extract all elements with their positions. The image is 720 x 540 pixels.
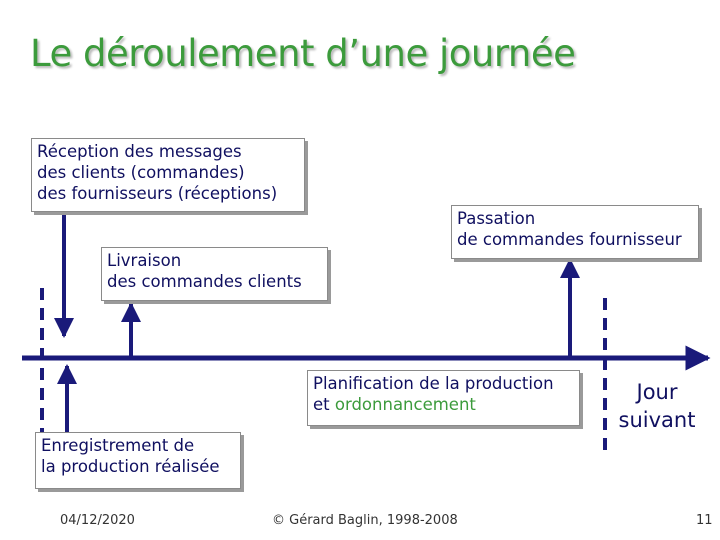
planification-prefix: et xyxy=(313,395,335,414)
livraison-line-2: des commandes clients xyxy=(107,272,302,291)
enregistrement-line-1: Enregistrement de xyxy=(41,436,195,455)
planification-line-1: Planification de la production xyxy=(313,374,554,393)
next-day-label: Jour suivant xyxy=(612,378,702,434)
planification-highlight: ordonnancement xyxy=(334,395,476,414)
slide-title: Le déroulement d’une journée xyxy=(30,32,576,75)
livraison-box: Livraison des commandes clients xyxy=(101,247,328,301)
passation-box: Passation de commandes fournisseur xyxy=(451,205,699,259)
next-day-line-1: Jour xyxy=(636,380,678,404)
enregistrement-box: Enregistrement de la production réalisée xyxy=(35,432,241,489)
reception-line-1: Réception des messages xyxy=(37,142,242,161)
enregistrement-line-2: la production réalisée xyxy=(41,457,220,476)
passation-line-2: de commandes fournisseur xyxy=(457,230,682,249)
next-day-line-2: suivant xyxy=(618,408,696,432)
livraison-line-1: Livraison xyxy=(107,251,182,270)
footer-page-number: 11 xyxy=(696,513,713,528)
reception-line-3: des fournisseurs (réceptions) xyxy=(37,184,278,203)
reception-box: Réception des messages des clients (comm… xyxy=(31,138,305,212)
planification-box: Planification de la production et ordonn… xyxy=(307,370,580,426)
footer-copyright: © Gérard Baglin, 1998-2008 xyxy=(272,513,458,528)
planification-line-2: et ordonnancement xyxy=(313,394,574,415)
passation-line-1: Passation xyxy=(457,209,536,228)
footer-date: 04/12/2020 xyxy=(60,513,135,528)
reception-line-2: des clients (commandes) xyxy=(37,163,245,182)
